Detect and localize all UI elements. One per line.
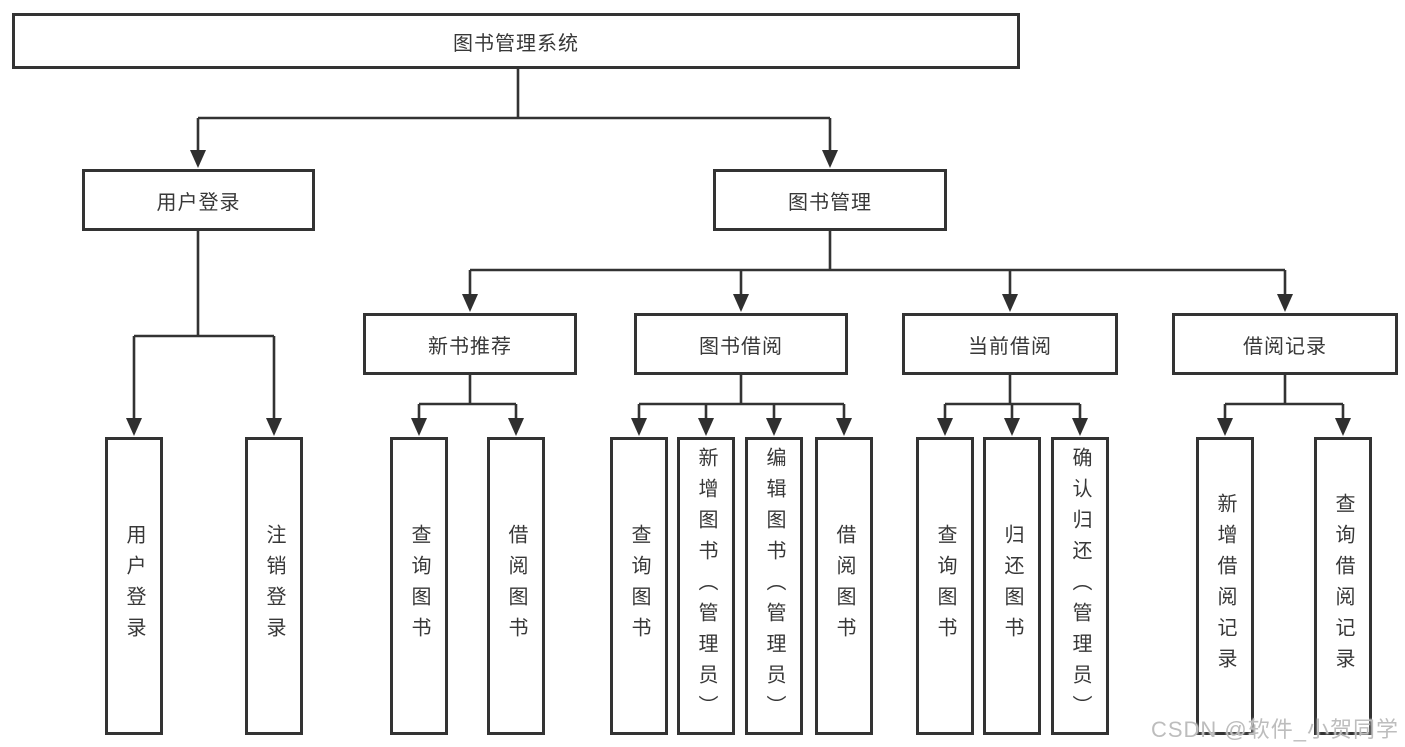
leaf-add-borrow-record: 新增借阅记录 [1196,437,1254,735]
arrowhead-icons [126,150,1351,436]
node-label: 图书管理系统 [453,32,579,55]
leaf-user-login: 用户登录 [105,437,163,735]
node-user-login: 用户登录 [82,169,315,231]
node-label: 新书推荐 [428,335,512,358]
leaf-query-books-borrowing: 查询图书 [610,437,668,735]
leaf-query-books-recommend: 查询图书 [390,437,448,735]
node-borrowing-records: 借阅记录 [1172,313,1398,375]
node-label: 图书借阅 [699,335,783,358]
leaf-logout: 注销登录 [245,437,303,735]
node-label: 当前借阅 [968,335,1052,358]
node-new-book-recommend: 新书推荐 [363,313,577,375]
leaf-query-borrow-record: 查询借阅记录 [1314,437,1372,735]
leaf-add-books-admin: 新增图书（管理员） [677,437,735,735]
leaf-borrow-books-recommend: 借阅图书 [487,437,545,735]
leaf-return-books: 归还图书 [983,437,1041,735]
leaf-query-books-current: 查询图书 [916,437,974,735]
node-label: 借阅记录 [1243,335,1327,358]
csdn-watermark: CSDN @软件_小贺同学 [1150,717,1399,742]
node-current-borrowing: 当前借阅 [902,313,1118,375]
leaf-borrow-books: 借阅图书 [815,437,873,735]
leaf-confirm-return-admin: 确认归还（管理员） [1051,437,1109,735]
node-label: 图书管理 [788,191,872,214]
node-label: 用户登录 [156,191,241,214]
node-book-management: 图书管理 [713,169,947,231]
node-book-borrowing: 图书借阅 [634,313,848,375]
node-root-library-system: 图书管理系统 [12,13,1020,69]
connector-lines [132,69,1345,421]
leaf-edit-books-admin: 编辑图书（管理员） [745,437,803,735]
